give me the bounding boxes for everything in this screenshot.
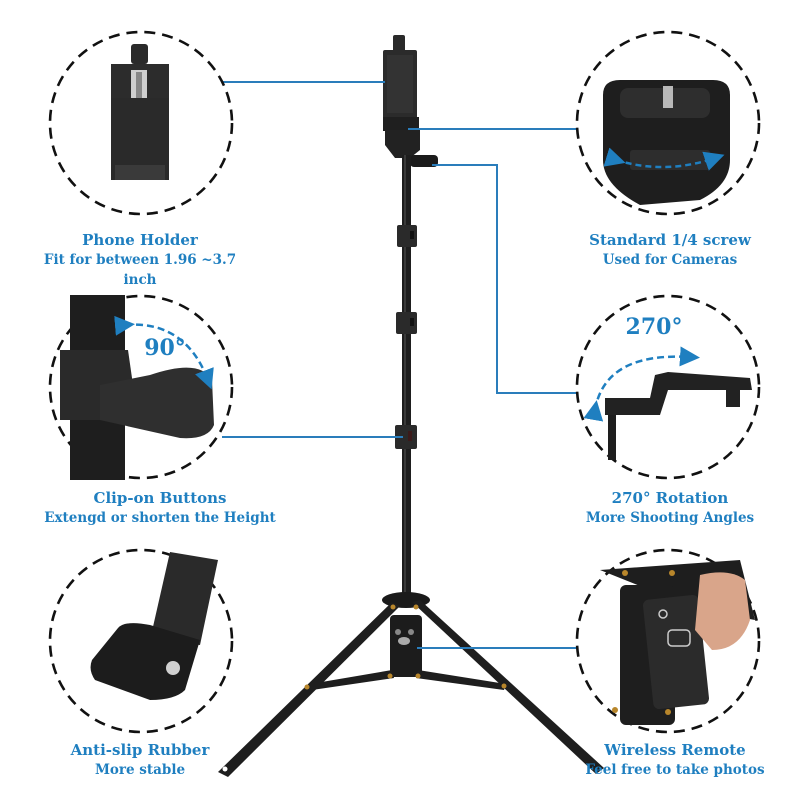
feature-title: Anti-slip Rubber bbox=[70, 741, 210, 759]
feature-subtitle: More stable bbox=[94, 762, 186, 778]
angle-badge-270: 270° bbox=[626, 314, 683, 340]
feature-title: Wireless Remote bbox=[604, 741, 746, 759]
tripod-illustration bbox=[218, 35, 604, 777]
anti-slip-rubber-detail bbox=[48, 548, 234, 734]
feature-subtitle: More Shooting Angles bbox=[585, 510, 755, 526]
rotation-detail bbox=[575, 294, 761, 480]
feature-title: Standard 1/4 screw bbox=[589, 231, 751, 249]
phone-holder-detail bbox=[48, 30, 234, 216]
caption-phone-holder: Phone Holder Fit for between 1.96 ~3.7 i… bbox=[40, 230, 240, 290]
standard-screw-detail bbox=[575, 30, 761, 216]
feature-subtitle: Feel free to take photos bbox=[585, 762, 765, 778]
connector-rotation bbox=[432, 164, 577, 394]
caption-rotation: 270° Rotation More Shooting Angles bbox=[560, 488, 780, 528]
feature-subtitle: Fit for between 1.96 ~3.7 inch bbox=[43, 252, 237, 288]
connector-lines bbox=[222, 81, 578, 649]
feature-subtitle: Used for Cameras bbox=[602, 252, 738, 268]
caption-standard-screw: Standard 1/4 screw Used for Cameras bbox=[560, 230, 780, 270]
clip-on-buttons-detail bbox=[48, 294, 234, 480]
caption-clip-on-buttons: Clip-on Buttons Extengd or shorten the H… bbox=[20, 488, 300, 528]
caption-anti-slip-rubber: Anti-slip Rubber More stable bbox=[40, 740, 240, 780]
caption-wireless-remote: Wireless Remote Feel free to take photos bbox=[560, 740, 790, 780]
feature-title: 270° Rotation bbox=[611, 489, 729, 507]
wireless-remote-detail bbox=[575, 548, 761, 734]
feature-title: Phone Holder bbox=[82, 231, 198, 249]
feature-subtitle: Extengd or shorten the Height bbox=[44, 510, 276, 526]
angle-badge-90: 90° bbox=[144, 335, 186, 361]
feature-title: Clip-on Buttons bbox=[93, 489, 227, 507]
